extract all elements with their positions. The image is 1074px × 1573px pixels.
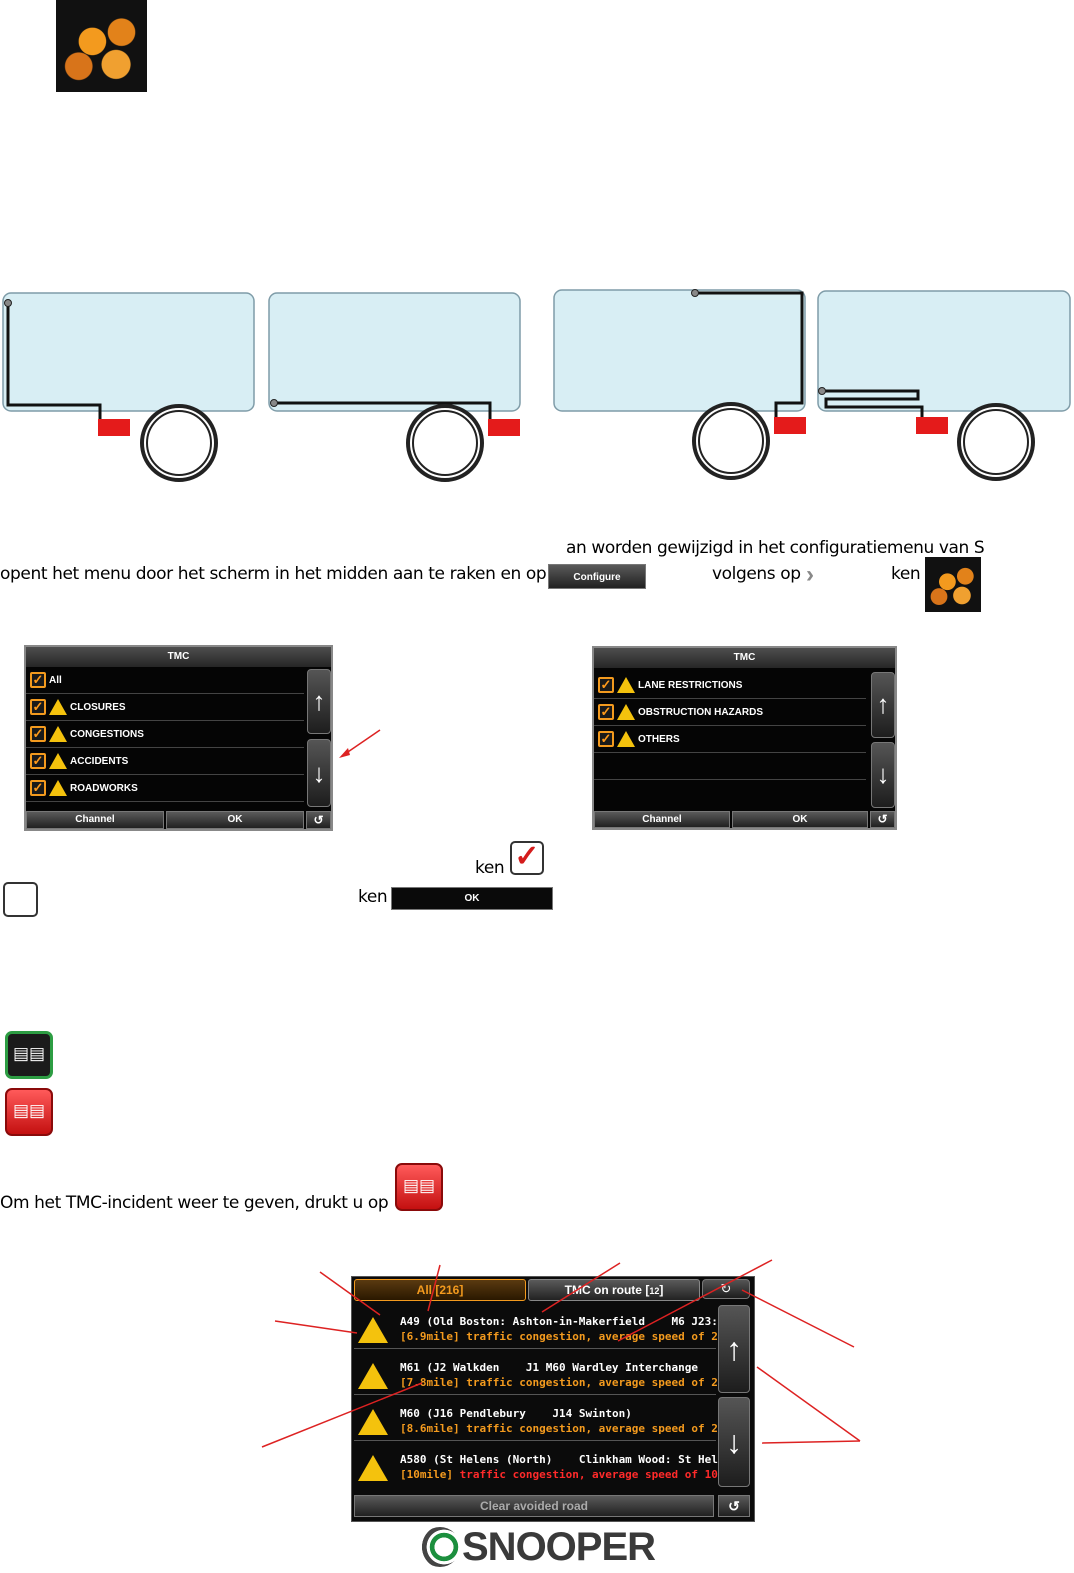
tmc-filter-row-accidents[interactable]: ✓ACCIDENTS	[26, 748, 304, 775]
back-icon[interactable]: ↺	[870, 811, 895, 828]
scroll-down-button[interactable]: ↓	[718, 1397, 750, 1487]
tmc-filter-row-congestions[interactable]: ✓CONGESTIONS	[26, 721, 304, 748]
ok-button[interactable]: OK	[166, 811, 304, 829]
annotation-arrow	[339, 729, 381, 758]
cable-routing-diagrams	[2, 289, 1071, 482]
congestion-warning-icon	[358, 1455, 388, 1481]
scroll-down-button[interactable]: ↓	[871, 742, 895, 808]
congestion-warning-icon	[358, 1317, 388, 1343]
checkbox-checked-icon: ✓	[30, 753, 46, 769]
back-icon[interactable]: ↺	[718, 1495, 750, 1517]
hazard-sign-icon	[617, 704, 635, 720]
tmc-incident-screen: All [216] TMC on route [12] ↻ A49 (Old B…	[351, 1276, 755, 1522]
checkbox-checked-icon: ✓	[30, 780, 46, 796]
annotation-arrows	[261, 1259, 861, 1448]
config-text-line2-mid: volgens op	[712, 564, 801, 584]
roadworks-sign-icon	[49, 780, 67, 796]
diagram-1	[2, 292, 255, 482]
scroll-up-button[interactable]: ↑	[718, 1305, 750, 1393]
incident-list: A49 (Old Boston: Ashton-in-Makerfield M6…	[354, 1303, 744, 1486]
traffic-icon-red: ▤▤	[5, 1088, 53, 1136]
traffic-icon-green: ▤▤	[5, 1031, 53, 1079]
logo-swirl-icon	[420, 1527, 460, 1567]
ok-button-large[interactable]: OK	[391, 887, 553, 910]
snooper-logo: SNOOPER	[420, 1525, 656, 1569]
tmc-bottom-bar: Channel OK ↺	[26, 811, 331, 829]
tmc-bottom-bar: Channel OK ↺	[594, 811, 895, 828]
ok-button[interactable]: OK	[732, 811, 868, 828]
lane-restriction-sign-icon	[617, 677, 635, 693]
tmc-filter-row-empty	[594, 753, 866, 780]
tmc-settings-screen-2: TMC ✓LANE RESTRICTIONS ✓OBSTRUCTION HAZA…	[592, 646, 897, 830]
scroll-up-button[interactable]: ↑	[871, 672, 895, 738]
tmc-title: TMC	[26, 647, 331, 667]
config-text-line1: an worden gewijzigd in het configuratiem…	[566, 538, 985, 558]
tmc-title: TMC	[594, 648, 895, 668]
closure-sign-icon	[49, 699, 67, 715]
ken-text-1: ken	[475, 858, 505, 878]
congestion-warning-icon	[358, 1409, 388, 1435]
ken-text-2: ken	[358, 887, 388, 907]
clear-avoided-road-button[interactable]: Clear avoided road	[354, 1495, 714, 1517]
warning-sign-icon	[617, 731, 635, 747]
tmc-cars-icon-small	[925, 557, 981, 612]
channel-button[interactable]: Channel	[594, 811, 730, 828]
back-icon[interactable]: ↺	[306, 811, 331, 829]
tmc-cars-icon	[56, 0, 147, 92]
tmc-filter-row-lane-restrictions[interactable]: ✓LANE RESTRICTIONS	[594, 672, 866, 699]
diagram-2	[268, 292, 521, 482]
checkbox-checked-icon: ✓	[598, 677, 614, 693]
incident-row[interactable]: A580 (St Helens (North) Clinkham Wood: S…	[354, 1441, 738, 1486]
checkbox-checked-icon: ✓	[30, 699, 46, 715]
checkbox-checked-icon: ✓	[510, 841, 544, 875]
diagram-4	[817, 290, 1071, 481]
scroll-down-button[interactable]: ↓	[307, 739, 331, 807]
scroll-up-button[interactable]: ↑	[307, 669, 331, 734]
checkbox-checked-icon: ✓	[30, 726, 46, 742]
chevron-right-icon: ›	[806, 561, 814, 588]
checkbox-checked-icon: ✓	[30, 672, 46, 688]
checkbox-checked-icon: ✓	[598, 704, 614, 720]
incident-row[interactable]: M60 (J16 Pendlebury J14 Swinton) [8.6mil…	[354, 1395, 725, 1441]
congestion-warning-icon	[358, 1363, 388, 1389]
tmc-filter-row-obstruction-hazards[interactable]: ✓OBSTRUCTION HAZARDS	[594, 699, 866, 726]
tab-all[interactable]: All [216]	[354, 1279, 526, 1301]
congestion-sign-icon	[49, 726, 67, 742]
config-text-line2-prefix: opent het menu door het scherm in het mi…	[0, 564, 547, 584]
refresh-icon[interactable]: ↻	[702, 1279, 750, 1299]
tmc-filter-row-roadworks[interactable]: ✓ROADWORKS	[26, 775, 304, 802]
tmc-settings-screen-1: TMC ✓All ✓CLOSURES ✓CONGESTIONS ✓ACCIDEN…	[24, 645, 333, 831]
traffic-icon-red-button[interactable]: ▤▤	[395, 1163, 443, 1211]
tmc-filter-row-closures[interactable]: ✓CLOSURES	[26, 694, 304, 721]
channel-button[interactable]: Channel	[26, 811, 164, 829]
config-text-line2-ken: ken	[891, 564, 921, 584]
checkbox-unchecked-icon	[3, 882, 38, 917]
tmc-filter-row-others[interactable]: ✓OTHERS	[594, 726, 866, 753]
incident-row[interactable]: M61 (J2 Walkden J1 M60 Wardley Interchan…	[354, 1349, 725, 1395]
checkbox-checked-icon: ✓	[598, 731, 614, 747]
diagram-3	[553, 289, 806, 480]
accident-sign-icon	[49, 753, 67, 769]
configure-button[interactable]: Configure	[548, 564, 646, 589]
tmc-filter-row-all[interactable]: ✓All	[26, 667, 304, 694]
tmc-instruction-text: Om het TMC-incident weer te geven, drukt…	[0, 1193, 389, 1213]
